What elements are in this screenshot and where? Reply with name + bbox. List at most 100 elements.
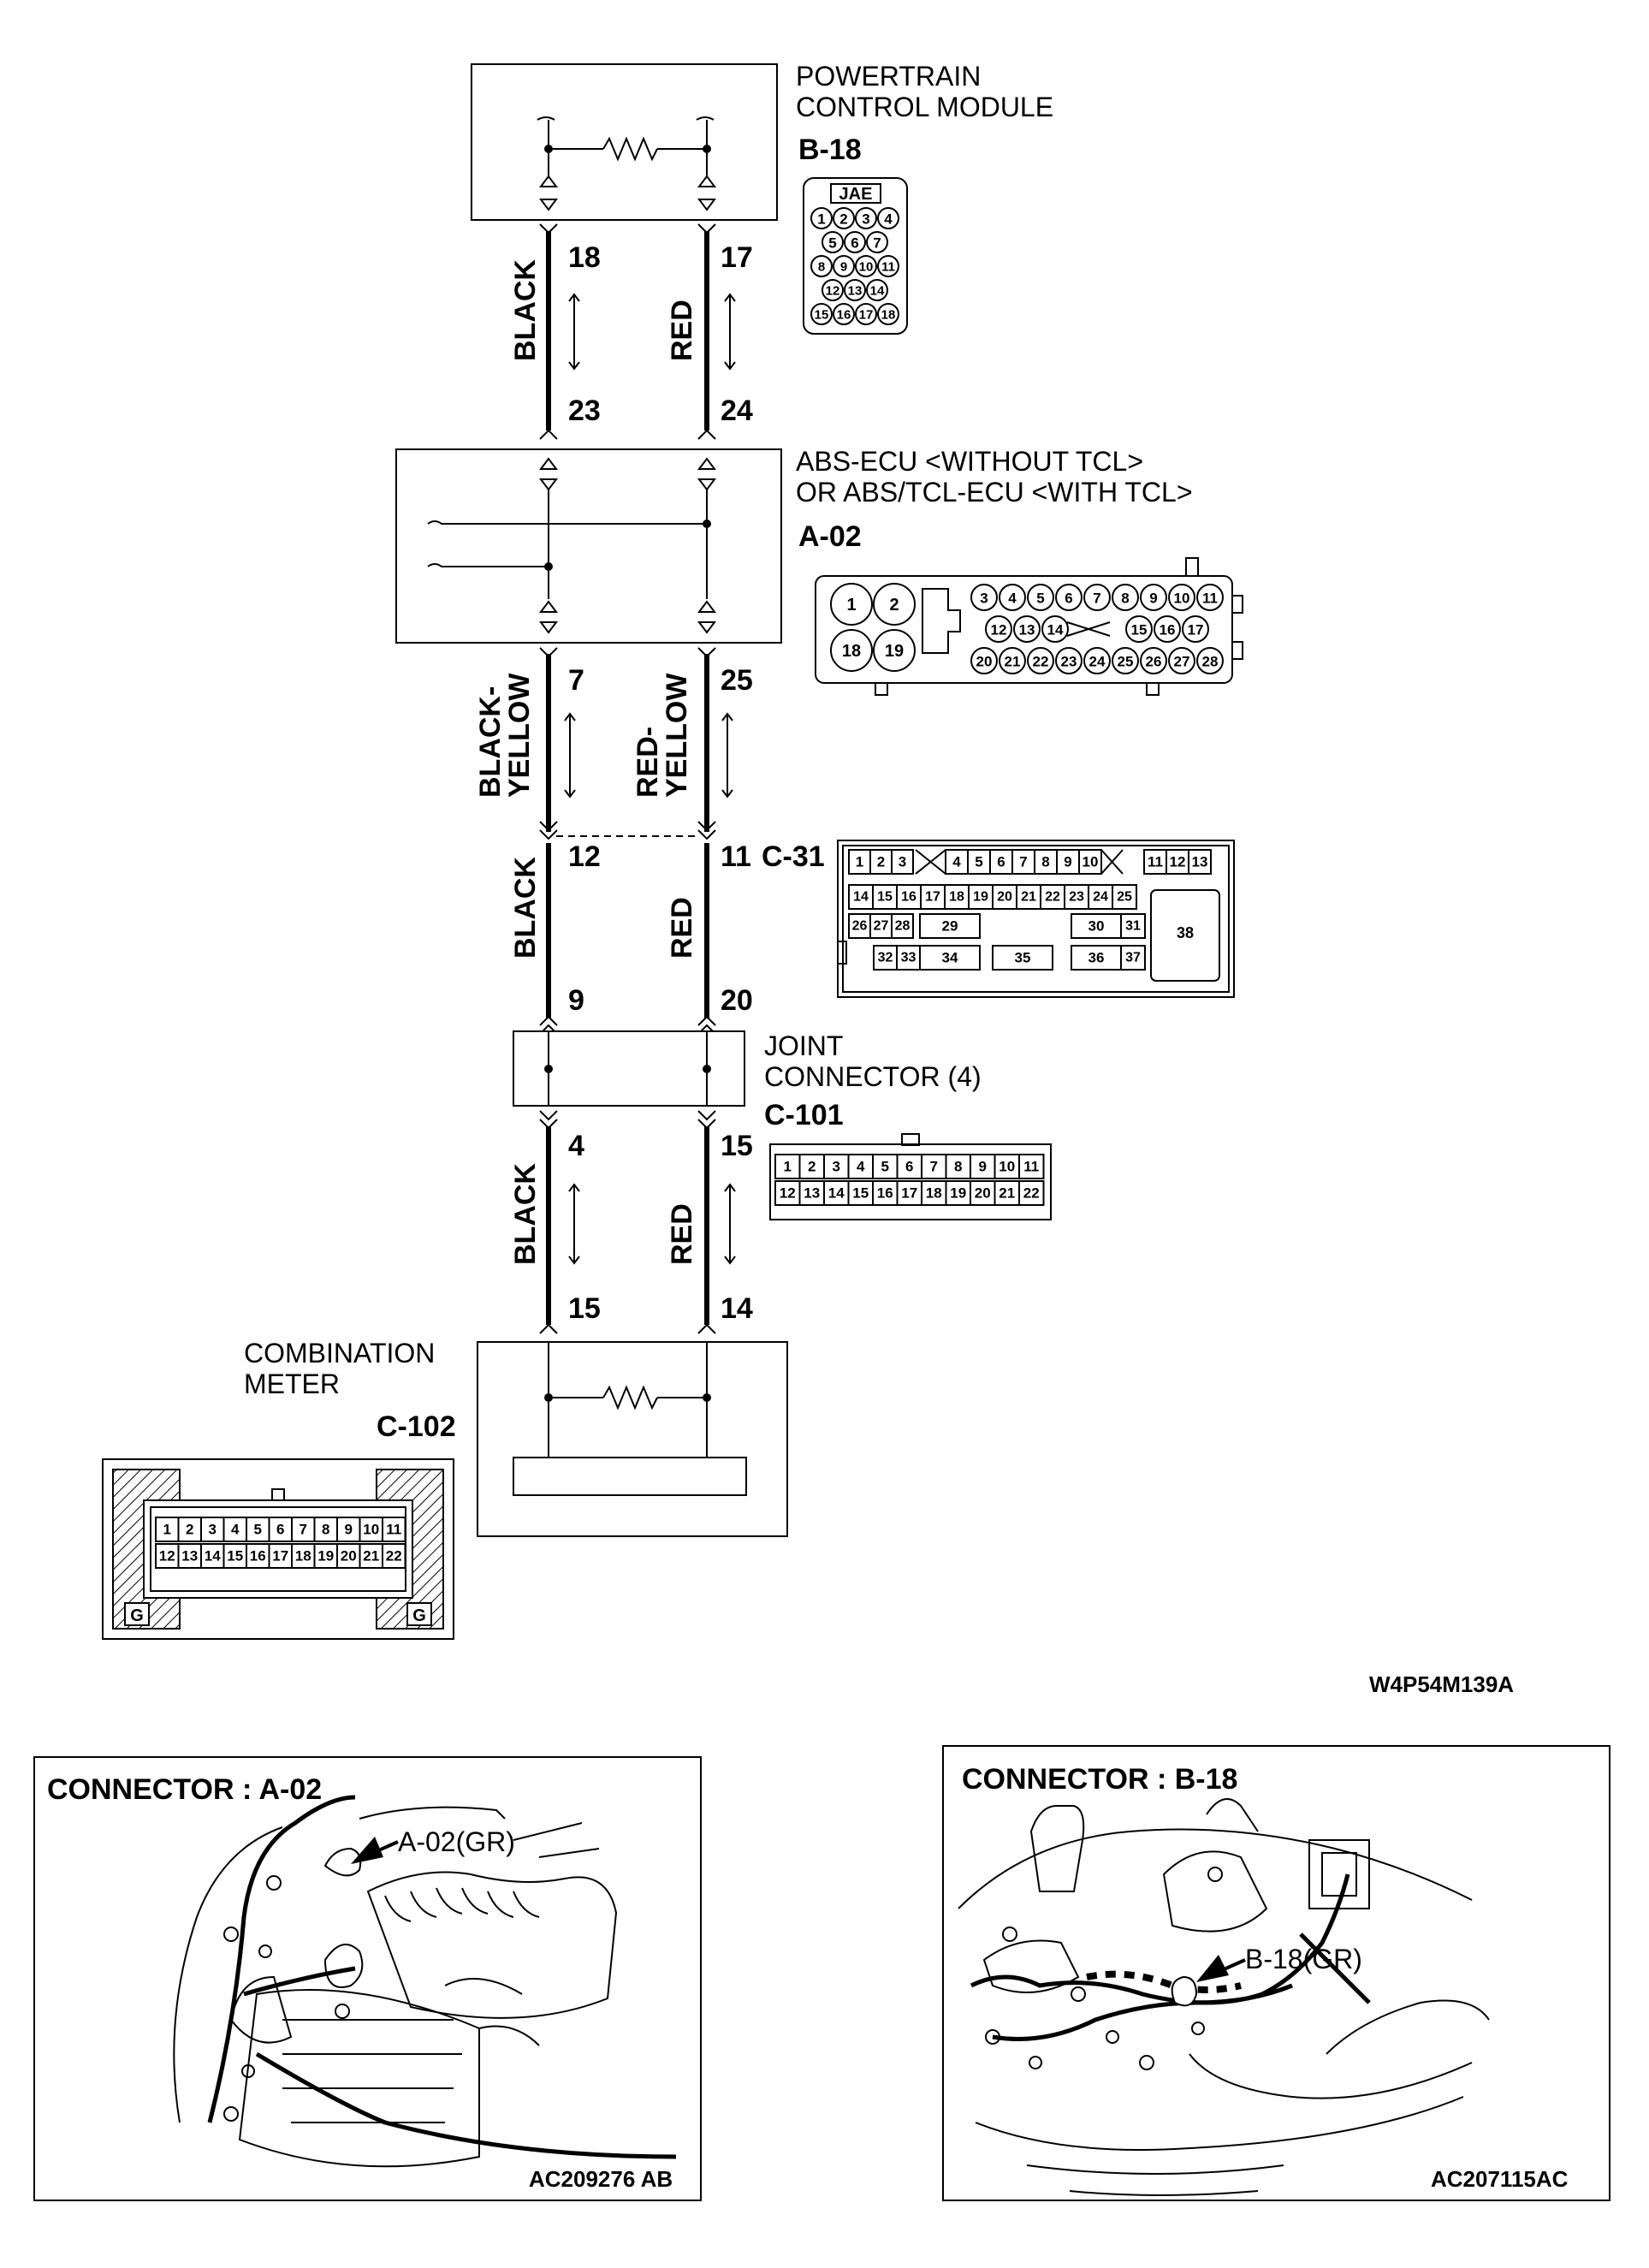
wire-color-seg1-right: RED	[666, 300, 698, 361]
b18-pin-14: 14	[870, 284, 885, 299]
joint-connector-id: C-101	[764, 1099, 844, 1131]
c31-pin-19: 19	[973, 890, 988, 905]
c102-cell-19	[313, 1543, 338, 1569]
c102-pin-8: 8	[322, 1522, 329, 1538]
c102-cell-13	[177, 1543, 202, 1569]
a02-pin-circle-16	[1154, 615, 1181, 643]
c31-cell-31	[1120, 913, 1146, 939]
wire-color-seg4-right: RED	[666, 1203, 698, 1265]
pin-18: 18	[568, 241, 601, 274]
c31-cell-35	[992, 945, 1053, 971]
c102-pin-7: 7	[300, 1522, 307, 1538]
c102-pin-11: 11	[386, 1522, 401, 1538]
c101-cell-11	[1018, 1154, 1045, 1179]
c102-pin-10: 10	[363, 1522, 379, 1538]
c101-pin-19: 19	[950, 1185, 966, 1202]
c101-pin-11: 11	[1023, 1159, 1039, 1175]
b18-pin-18: 18	[881, 308, 896, 323]
c101-pin-4: 4	[857, 1159, 865, 1175]
c101-cell-4	[847, 1154, 874, 1179]
a02-pin-27: 27	[1174, 654, 1190, 670]
c31-pin-33: 33	[901, 951, 916, 965]
c31-pin-34: 34	[942, 950, 958, 966]
b18-pin-12: 12	[826, 284, 840, 299]
a02-pin-5: 5	[1036, 591, 1044, 607]
pin-12: 12	[568, 840, 601, 873]
pcm-connector-id: B-18	[798, 134, 862, 166]
c102-pin-4: 4	[231, 1522, 240, 1538]
abs-title-1: ABS-ECU <WITHOUT TCL>	[796, 446, 1143, 477]
c101-pin-15: 15	[852, 1185, 869, 1202]
c101-pin-21: 21	[999, 1185, 1015, 1202]
c101-pin-22: 22	[1023, 1185, 1040, 1202]
c31-pin-35: 35	[1015, 950, 1031, 966]
c31-pin-17: 17	[925, 890, 940, 905]
wire-color-seg2-left-2: YELLOW	[503, 673, 536, 798]
b18-pin-circle-5	[822, 231, 844, 253]
c102-cell-21	[359, 1543, 383, 1569]
c31-pin-16: 16	[901, 890, 916, 905]
c101-cell-5	[872, 1154, 899, 1179]
c31-pin-31: 31	[1125, 919, 1141, 934]
a02-pin-21: 21	[1005, 654, 1021, 670]
c102-pin-3: 3	[209, 1522, 217, 1538]
b18-pin-7: 7	[873, 235, 881, 252]
pin-15-bottom: 15	[568, 1292, 601, 1325]
pin-15-top: 15	[721, 1130, 753, 1162]
wire-segment-4: BLACK RED 4 15 15 14	[509, 1126, 753, 1334]
c31-cell-20	[992, 884, 1017, 910]
c102-pin-21: 21	[363, 1548, 379, 1564]
c31-cell-26	[848, 913, 871, 939]
a02-pin-22: 22	[1033, 654, 1049, 670]
a02-pin-1: 1	[846, 596, 856, 614]
c31-pin-13: 13	[1192, 854, 1208, 870]
pin-24: 24	[721, 395, 753, 427]
c102-ground-left: G	[130, 1606, 144, 1625]
b18-pin-5: 5	[828, 235, 836, 252]
b18-pin-8: 8	[818, 260, 825, 275]
a02-pin-13: 13	[1019, 622, 1035, 638]
b18-pin-circle-3	[855, 207, 877, 229]
wire-segment-3: BLACK RED 12 11 C-31 9 20	[509, 840, 825, 1018]
c31-pin-2: 2	[877, 854, 885, 870]
a02-blank-pins	[1066, 621, 1111, 637]
photo-b18-code: AC207115AC	[1431, 2166, 1569, 2192]
b18-pin-1: 1	[817, 211, 825, 228]
c101-pin-16: 16	[877, 1185, 893, 1202]
a02-pin-2: 2	[889, 596, 899, 614]
c31-cell-19	[968, 884, 994, 910]
c101-pin-8: 8	[954, 1159, 962, 1175]
b18-pin-11: 11	[881, 260, 895, 275]
joint-title-1: JOINT	[764, 1030, 843, 1061]
b18-tag: JAE	[839, 185, 873, 204]
c31-pin-1: 1	[856, 854, 863, 870]
c101-pin-3: 3	[833, 1159, 840, 1175]
a02-pin-4: 4	[1008, 591, 1017, 607]
c31-blank-1	[915, 849, 946, 875]
a02-pin-circle-9	[1140, 584, 1167, 611]
c31-pin-8: 8	[1041, 854, 1049, 870]
c31-cell-36	[1071, 945, 1122, 971]
c31-cell-33	[896, 945, 921, 971]
a02-pin-circle-5	[1027, 584, 1054, 611]
c31-cell-12	[1166, 849, 1189, 875]
c31-pin-5: 5	[975, 854, 982, 870]
wire-color-seg4-left: BLACK	[509, 1163, 542, 1265]
c102-pin-16: 16	[250, 1548, 266, 1564]
c102-pin-9: 9	[345, 1522, 353, 1538]
c102-pin-6: 6	[276, 1522, 284, 1538]
c101-pin-6: 6	[905, 1159, 913, 1175]
wire-color-seg3-left: BLACK	[509, 857, 542, 959]
c101-cell-16	[872, 1180, 899, 1206]
photo-b18: CONNECTOR : B-18 B-18(GR) AC207115AC	[942, 1745, 1610, 2201]
c102-pin-5: 5	[254, 1522, 262, 1538]
b18-pin-2: 2	[839, 211, 847, 228]
c102-pin-15: 15	[227, 1548, 243, 1564]
c102-cell-22	[382, 1543, 406, 1569]
a02-pin-6: 6	[1065, 591, 1072, 607]
